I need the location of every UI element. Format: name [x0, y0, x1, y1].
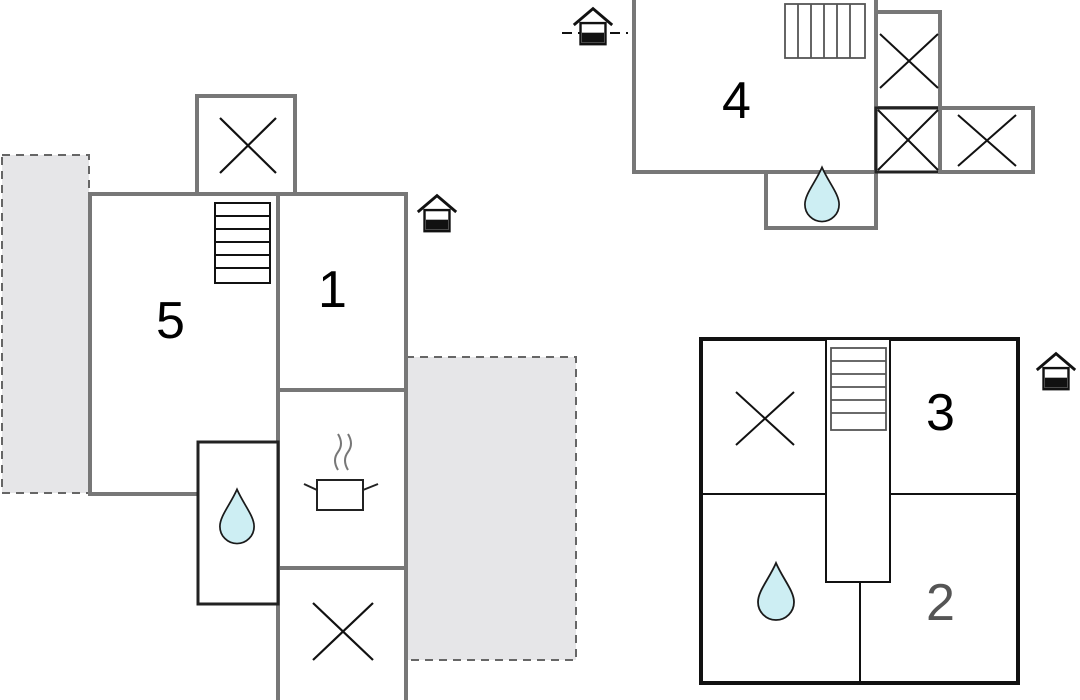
stairs-icon: [830, 347, 887, 431]
kitchen-pot-icon: [303, 433, 379, 511]
stairs-icon: [214, 202, 271, 284]
bedroom-cross-icon: [879, 33, 939, 89]
room-bottom-box: [276, 566, 408, 700]
bedroom-cross-icon: [735, 391, 795, 446]
entrance-icon[interactable]: [572, 7, 614, 46]
room-label-2: 2: [926, 574, 955, 632]
entrance-icon[interactable]: [1035, 352, 1077, 391]
bedroom-cross-icon: [877, 109, 939, 171]
bathroom-left: [196, 440, 280, 606]
building-left: [88, 94, 408, 700]
room-label-5: 5: [156, 292, 185, 350]
bedroom-cross-icon: [219, 117, 277, 174]
terrace-area: [1, 154, 577, 661]
stairs-icon: [784, 3, 866, 59]
room-label-1: 1: [318, 261, 347, 319]
room-label-3: 3: [926, 384, 955, 442]
bedroom-cross-icon: [957, 114, 1017, 167]
terrace-left: [1, 154, 90, 494]
room-label-4: 4: [722, 72, 751, 130]
terrace-right: [405, 356, 577, 661]
bedroom-cross-icon: [312, 602, 374, 661]
entrance-icon[interactable]: [416, 194, 458, 233]
